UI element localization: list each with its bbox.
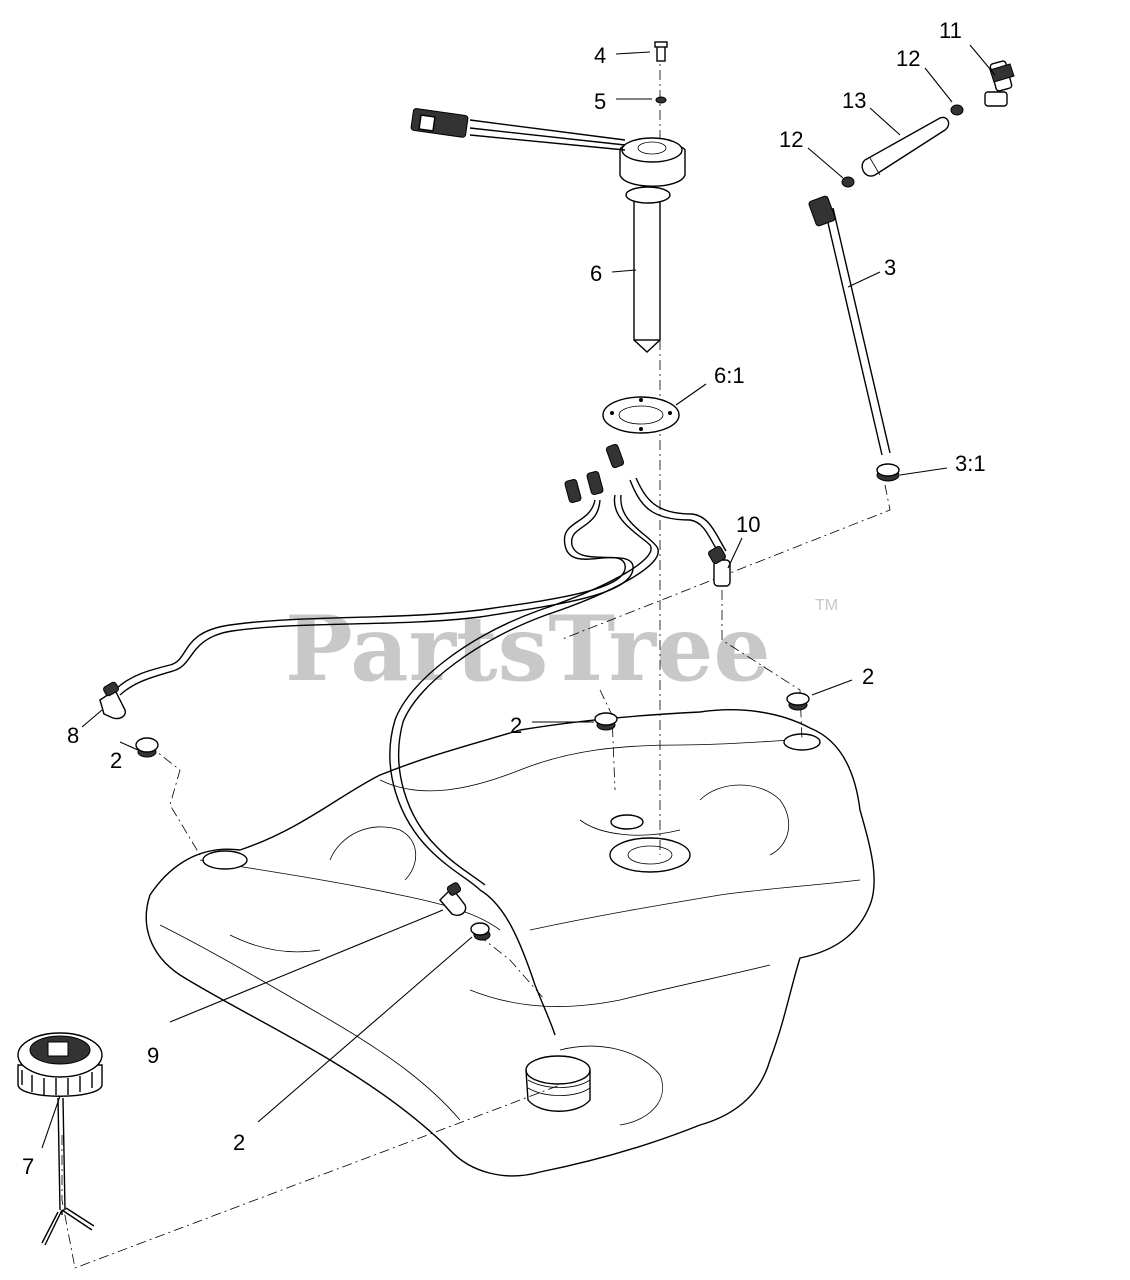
pickup-tube-part-3	[808, 195, 891, 456]
fuel-cap-part-7	[17, 1032, 103, 1246]
fuel-hoses	[114, 443, 727, 1036]
fitting-part-10	[708, 546, 731, 587]
callout-2-left: 2	[110, 748, 122, 773]
elbow-part-8	[99, 681, 127, 720]
fuel-sender-part-6	[410, 108, 686, 353]
clamp-part-12-upper	[950, 104, 964, 116]
callout-12-upper: 12	[896, 46, 920, 71]
callout-3: 3	[884, 255, 896, 280]
filter-part-13	[861, 116, 950, 177]
callout-12-lower: 12	[779, 127, 803, 152]
grommet-part-2-center	[594, 712, 618, 731]
grommet-part-2-left	[135, 737, 159, 758]
callout-11: 11	[939, 18, 962, 43]
callout-4: 4	[594, 43, 606, 68]
washer-part-5	[655, 96, 667, 104]
callout-2-right: 2	[862, 664, 874, 689]
gasket-part-6-1	[602, 396, 680, 434]
grommet-part-3-1	[876, 463, 900, 482]
leader-lines	[41, 44, 996, 1149]
screw-part-4	[654, 41, 668, 62]
fuel-tank	[145, 709, 875, 1177]
callout-9: 9	[147, 1043, 159, 1068]
elbow-part-9	[439, 882, 467, 916]
watermark-trademark: TM	[815, 597, 838, 614]
callout-2-lower: 2	[233, 1130, 245, 1155]
grommet-part-2-lower	[470, 922, 491, 941]
callout-10: 10	[736, 512, 760, 537]
watermark-text: PartsTree	[285, 596, 771, 702]
grommet-part-2-right	[786, 692, 810, 711]
callout-2-center: 2	[510, 713, 522, 738]
callout-13: 13	[842, 88, 866, 113]
clamp-part-12-lower	[841, 176, 855, 188]
shutoff-valve-part-11	[984, 60, 1015, 107]
callout-6-1: 6:1	[714, 363, 745, 388]
callout-7: 7	[22, 1154, 34, 1179]
callout-6: 6	[590, 261, 602, 286]
callout-8: 8	[67, 723, 79, 748]
callout-5: 5	[594, 89, 606, 114]
callout-3-1: 3:1	[955, 451, 986, 476]
